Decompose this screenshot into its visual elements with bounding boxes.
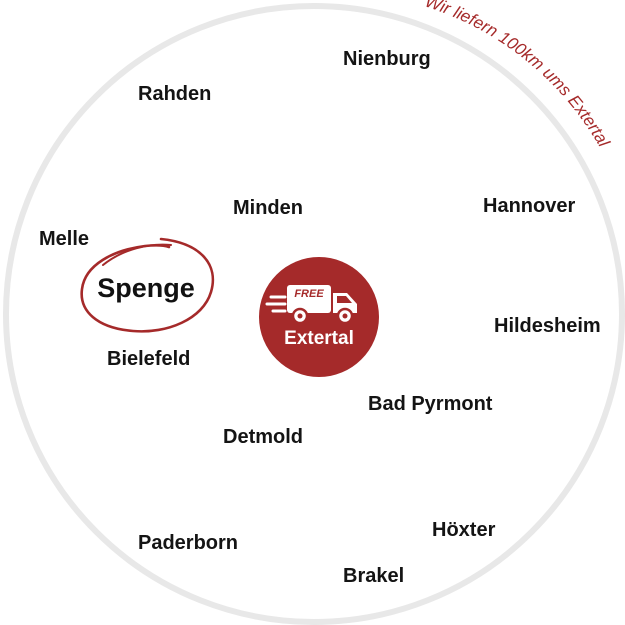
- city-brakel: Brakel: [343, 565, 405, 587]
- city-hildesheim: Hildesheim: [494, 315, 601, 337]
- delivery-truck-icon: [265, 285, 357, 325]
- delivery-banner-text: Wir liefern 100km ums Extertal: [423, 0, 614, 151]
- delivery-radius-ring: [3, 3, 625, 625]
- city-hoexter: Höxter: [432, 519, 496, 541]
- city-paderborn: Paderborn: [138, 532, 239, 554]
- city-minden: Minden: [233, 197, 303, 219]
- hub-label: Extertal: [284, 328, 354, 349]
- origin-label: Spenge: [97, 273, 195, 303]
- city-bielefeld: Bielefeld: [107, 348, 191, 370]
- svg-text:Wir liefern 100km ums Extertal: Wir liefern 100km ums Extertal: [423, 0, 614, 151]
- city-melle: Melle: [39, 228, 90, 250]
- extertal-hub: FREE Extertal: [259, 257, 379, 377]
- city-hannover: Hannover: [483, 195, 576, 217]
- city-bad-pyrmont: Bad Pyrmont: [368, 393, 493, 415]
- free-badge: FREE: [294, 288, 324, 300]
- city-detmold: Detmold: [223, 426, 303, 448]
- origin-marker-spenge: Spenge: [75, 235, 220, 335]
- city-rahden: Rahden: [138, 83, 212, 105]
- hand-drawn-circle-icon: [80, 237, 215, 333]
- city-nienburg: Nienburg: [343, 48, 431, 70]
